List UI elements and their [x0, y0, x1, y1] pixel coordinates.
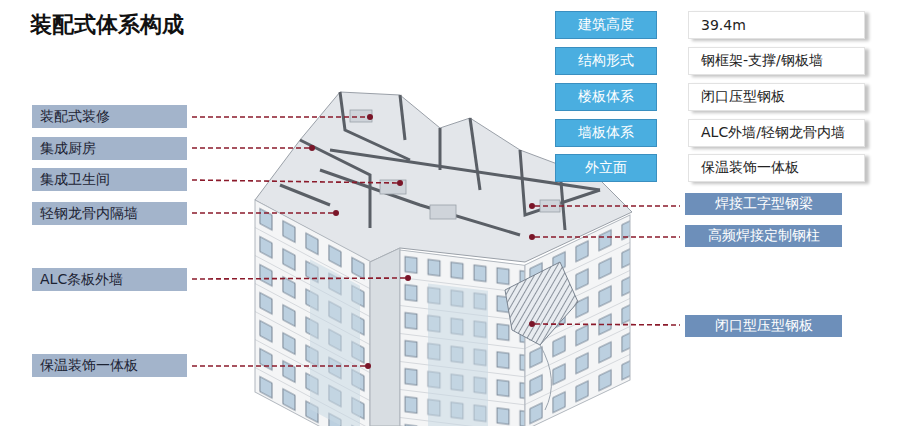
box-text: 装配式装修 [40, 108, 110, 126]
box-text: 楼板体系 [578, 88, 634, 106]
box-text: 建筑高度 [578, 16, 634, 34]
callout-box: 保温装饰一体板 [32, 354, 187, 377]
box-text: 墙板体系 [578, 124, 634, 142]
box-text: ALC外墙/轻钢龙骨内墙 [701, 124, 845, 142]
box-text: 39.4m [701, 17, 746, 33]
box-text: 外立面 [585, 159, 627, 177]
callout-box: 轻钢龙骨内隔墙 [32, 202, 187, 225]
box-text: 集成厨房 [40, 140, 96, 158]
box-text: 保温装饰一体板 [40, 357, 138, 375]
box-text: 结构形式 [578, 52, 634, 70]
table-label: 墙板体系 [555, 119, 657, 147]
callout-box: 集成厨房 [32, 137, 187, 160]
callout-box: 装配式装修 [32, 105, 187, 128]
callout-box: 高频焊接定制钢柱 [685, 225, 842, 247]
box-text: ALC条板外墙 [40, 271, 123, 289]
table-value: ALC外墙/轻钢龙骨内墙 [688, 119, 865, 147]
box-text: 保温装饰一体板 [701, 159, 799, 177]
table-value: 钢框架-支撑/钢板墙 [688, 47, 865, 75]
box-text: 闭口压型钢板 [701, 88, 785, 106]
table-label: 楼板体系 [555, 83, 657, 111]
box-text: 钢框架-支撑/钢板墙 [701, 52, 823, 70]
page-title: 装配式体系构成 [30, 10, 184, 40]
table-value: 保温装饰一体板 [688, 154, 865, 182]
table-label: 建筑高度 [555, 11, 657, 39]
callout-box: 焊接工字型钢梁 [685, 193, 842, 215]
box-text: 集成卫生间 [40, 171, 110, 189]
callout-box: 闭口型压型钢板 [685, 315, 842, 337]
table-label: 结构形式 [555, 47, 657, 75]
table-value: 39.4m [688, 11, 865, 39]
table-label: 外立面 [555, 154, 657, 182]
callout-box: 集成卫生间 [32, 168, 187, 191]
table-value: 闭口压型钢板 [688, 83, 865, 111]
box-text: 闭口型压型钢板 [715, 317, 813, 335]
box-text: 焊接工字型钢梁 [715, 195, 813, 213]
box-text: 高频焊接定制钢柱 [708, 227, 820, 245]
box-text: 轻钢龙骨内隔墙 [40, 205, 138, 223]
callout-box: ALC条板外墙 [32, 268, 187, 291]
